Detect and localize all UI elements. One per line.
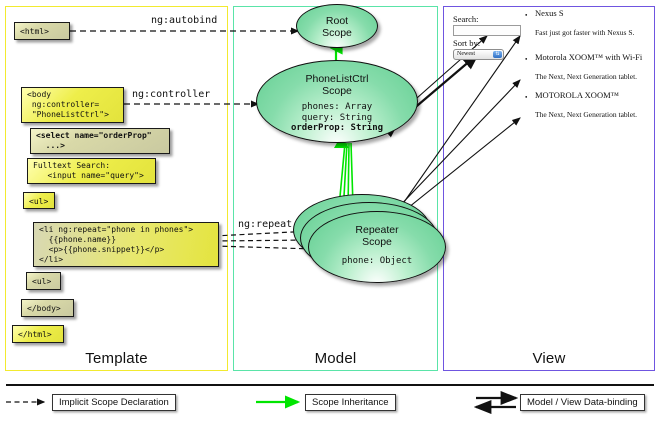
sort-by-select[interactable]: Newest ⇅	[453, 49, 504, 60]
list-bullet: ●	[525, 94, 528, 99]
chevron-down-icon: ⇅	[493, 51, 502, 58]
legend: Implicit Scope Declaration Scope Inherit…	[0, 380, 660, 421]
panel-model-label: Model	[314, 350, 357, 367]
view-sort-label: Sort by:	[453, 38, 481, 48]
label-ng-controller: ng:controller	[132, 89, 211, 100]
legend-item-implicit-scope-declaration: Implicit Scope Declaration	[52, 394, 176, 411]
view-item-title: Motorola XOOM™ with Wi-Fi	[535, 52, 643, 62]
panel-template-label: Template	[85, 350, 148, 367]
code-fulltext-search: Fulltext Search: <input name="query">	[27, 158, 156, 184]
code-li-repeat: <li ng:repeat="phone in phones"> {{phone…	[33, 222, 219, 267]
search-input[interactable]	[453, 25, 521, 36]
code-html-close: </html>	[12, 325, 64, 343]
view-item-title: MOTOROLA XOOM™	[535, 90, 619, 100]
list-bullet: ●	[525, 56, 528, 61]
sort-by-selected-value: Newest	[457, 51, 475, 57]
legend-item-model-view-databinding: Model / View Data-binding	[520, 394, 645, 411]
panel-view-label: View	[532, 350, 566, 367]
code-body-open: <body ng:controller= "PhoneListCtrl">	[21, 87, 124, 123]
legend-item-scope-inheritance: Scope Inheritance	[305, 394, 396, 411]
scope-repeater-props: phone: Object	[341, 256, 413, 266]
code-body-close: </body>	[21, 299, 74, 317]
view-search-label: Search:	[453, 14, 479, 24]
code-ul-close: <ul>	[26, 272, 61, 290]
view-item-title: Nexus S	[535, 8, 564, 18]
code-html-open: <html>	[14, 22, 70, 40]
list-bullet: ●	[525, 12, 528, 17]
code-select: <select name="orderProp" ...>	[30, 128, 170, 154]
label-ng-autobind: ng:autobind	[151, 15, 218, 26]
label-ng-repeat: ng:repeat	[238, 219, 293, 230]
view-item-desc: The Next, Next Generation tablet.	[535, 110, 638, 119]
code-ul-open: <ul>	[23, 192, 55, 209]
view-item-desc: The Next, Next Generation tablet.	[535, 72, 638, 81]
view-item-desc: Fast just got faster with Nexus S.	[535, 28, 635, 37]
legend-divider	[6, 384, 654, 387]
